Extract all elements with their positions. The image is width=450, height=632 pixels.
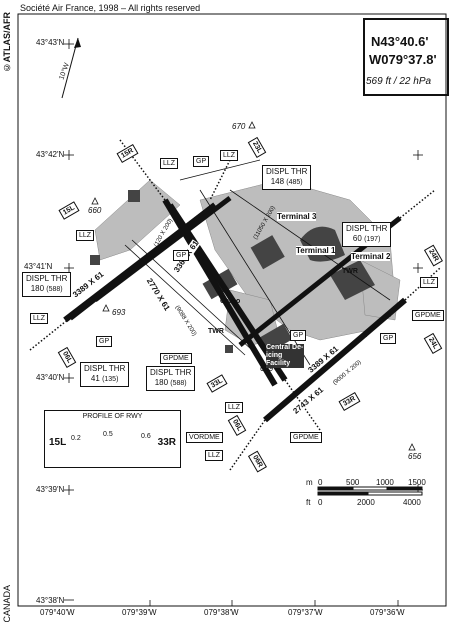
displ-thr-180-west: DISPL THR 180 (588): [22, 272, 72, 297]
elevation-670-marker: [248, 121, 256, 129]
elevation-660-marker: [91, 197, 99, 205]
lat-label-4341: 43°41'N: [24, 262, 53, 271]
profile-value-3: 0.6: [141, 433, 151, 440]
gp-tag-center: GP: [173, 250, 190, 261]
vordme-tag: VORDME: [186, 432, 223, 443]
gp-tag-southwest: GP: [96, 336, 113, 347]
lon-label-07936: 079°36'W: [370, 608, 405, 617]
profile-left-end: 15L: [49, 437, 67, 448]
gpdme-tag-south: GPDME: [290, 432, 322, 443]
llz-tag-east: LLZ: [420, 277, 439, 288]
elevation-670: 670: [232, 122, 246, 131]
terminal-3-label: Terminal 3: [277, 212, 317, 221]
copyright-line: Société Air France, 1998 – All rights re…: [20, 3, 201, 13]
scale-ft-4000: 4000: [403, 498, 421, 507]
approach-lights: [29, 139, 441, 471]
terminal-1-label: Terminal 1: [296, 246, 336, 255]
llz-tag-north: LLZ: [160, 158, 179, 169]
scale-m-0: 0: [318, 478, 323, 487]
scale-m-500: 500: [346, 478, 360, 487]
lat-label-4339: 43°39'N: [36, 485, 65, 494]
terminal-2-label: Terminal 2: [351, 252, 391, 261]
profile-value-1: 0.2: [71, 435, 81, 442]
scale-ft-0: 0: [318, 498, 323, 507]
llz-tag-southwest: LLZ: [30, 313, 49, 324]
llz-tag-south-2: LLZ: [205, 450, 224, 461]
lat-label-4338: 43°38'N: [36, 596, 65, 605]
graticule-ticks: [64, 39, 423, 606]
displ-thr-148: DISPL THR 148 (485): [262, 165, 312, 190]
tower-center-label: TWR: [208, 328, 224, 335]
elevation-656-marker: [408, 443, 416, 451]
llz-tag-south: LLZ: [225, 402, 244, 413]
scale-ft-2000: 2000: [357, 498, 375, 507]
cargo-label: Cargo: [220, 298, 241, 305]
llz-tag-north-2: LLZ: [220, 150, 239, 161]
profile-value-2: 0.5: [103, 431, 113, 438]
runway-profile-box: PROFILE OF RWY 15L 33R 0.2 0.5 0.6: [44, 410, 181, 468]
aerodrome-latitude: N43°40.6': [371, 34, 429, 49]
lon-label-07940: 079°40'W: [40, 608, 75, 617]
elevation-669: 669: [260, 364, 274, 373]
displ-thr-41: DISPL THR 41 (135): [80, 362, 130, 387]
gpdme-tag-center: GPDME: [160, 353, 192, 364]
lon-label-07938: 079°38'W: [204, 608, 239, 617]
central-deicing-label: Central De-icing Facility: [266, 344, 304, 368]
llz-tag-west: LLZ: [76, 230, 95, 241]
gpdme-tag-east: GPDME: [412, 310, 444, 321]
elevation-693: 693: [112, 308, 126, 317]
profile-right-end: 33R: [157, 437, 176, 448]
apron-area: [94, 179, 401, 346]
magnetic-north-arrow: [61, 37, 81, 99]
displ-thr-60: DISPL THR 60 (197): [342, 222, 392, 247]
profile-title: PROFILE OF RWY: [82, 413, 143, 420]
scale-m-1500: 1500: [408, 478, 426, 487]
scale-bar: [317, 486, 423, 496]
gp-tag-deicing: GP: [290, 330, 307, 341]
lon-label-07937: 079°37'W: [288, 608, 323, 617]
aerodrome-longitude: W079°37.8': [369, 52, 437, 67]
lon-label-07939: 079°39'W: [122, 608, 157, 617]
scale-meter-unit: m: [306, 478, 313, 487]
runway-15L-section: [93, 196, 232, 302]
elevation-660: 660: [88, 206, 102, 215]
elevation-656: 656: [408, 452, 422, 461]
gp-tag-north: GP: [193, 156, 210, 167]
aerodrome-elevation: 569 ft / 22 hPa: [366, 76, 432, 87]
runway-06R-24L: [263, 297, 407, 423]
lat-label-4340: 43°40'N: [36, 373, 65, 382]
lat-label-4343: 43°43'N: [36, 38, 65, 47]
runway-15L-33R: [167, 203, 288, 382]
scale-feet-unit: ft: [306, 498, 311, 507]
aerodrome-reference-box: N43°40.6' W079°37.8': [363, 18, 449, 96]
tower-east-label: TWR: [342, 268, 358, 275]
scale-m-1000: 1000: [376, 478, 394, 487]
elevation-693-marker: [102, 304, 110, 312]
runway-group-3: [167, 203, 288, 382]
lat-label-4342: 43°42'N: [36, 150, 65, 159]
displ-thr-180-south: DISPL THR 180 (588): [146, 366, 196, 391]
gp-tag-east: GP: [380, 333, 397, 344]
